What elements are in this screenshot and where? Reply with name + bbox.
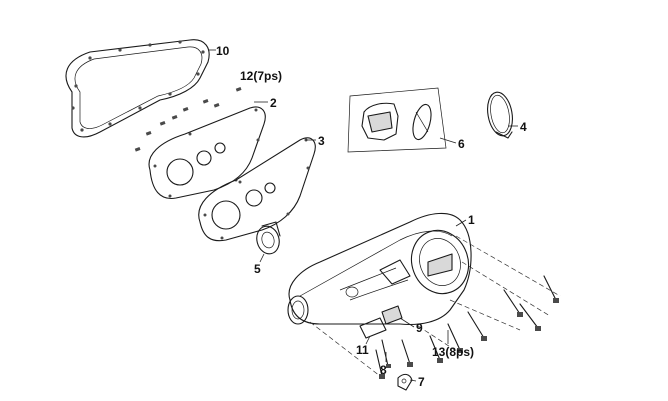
part-13-bolts bbox=[375, 275, 559, 379]
part-1-main-cover bbox=[287, 212, 472, 326]
assembly-lines bbox=[309, 235, 561, 377]
label-part-3: 3 bbox=[318, 134, 325, 148]
label-part-5: 5 bbox=[254, 262, 261, 276]
part-10-outer-gasket bbox=[65, 39, 210, 138]
small-hardware bbox=[359, 305, 413, 391]
leader-lines bbox=[208, 49, 518, 382]
label-part-12: 12(7ps) bbox=[240, 69, 282, 83]
part-12-bolts bbox=[134, 87, 242, 152]
part-2-inner-plate bbox=[148, 106, 266, 200]
part-6-filter-box bbox=[347, 87, 447, 153]
label-part-10: 10 bbox=[216, 44, 230, 58]
label-part-11: 11 bbox=[356, 343, 369, 357]
part-5-seal bbox=[256, 221, 281, 255]
label-part-13: 13(8ps) bbox=[432, 345, 474, 359]
label-part-2: 2 bbox=[270, 96, 277, 110]
label-part-8: 8 bbox=[380, 363, 387, 377]
label-part-9: 9 bbox=[416, 321, 423, 335]
part-4-clamp bbox=[487, 91, 513, 139]
part-3-gasket-plate bbox=[198, 137, 316, 242]
label-part-7: 7 bbox=[418, 375, 425, 389]
label-part-6: 6 bbox=[458, 137, 465, 151]
label-part-1: 1 bbox=[468, 213, 475, 227]
label-part-4: 4 bbox=[520, 120, 527, 134]
